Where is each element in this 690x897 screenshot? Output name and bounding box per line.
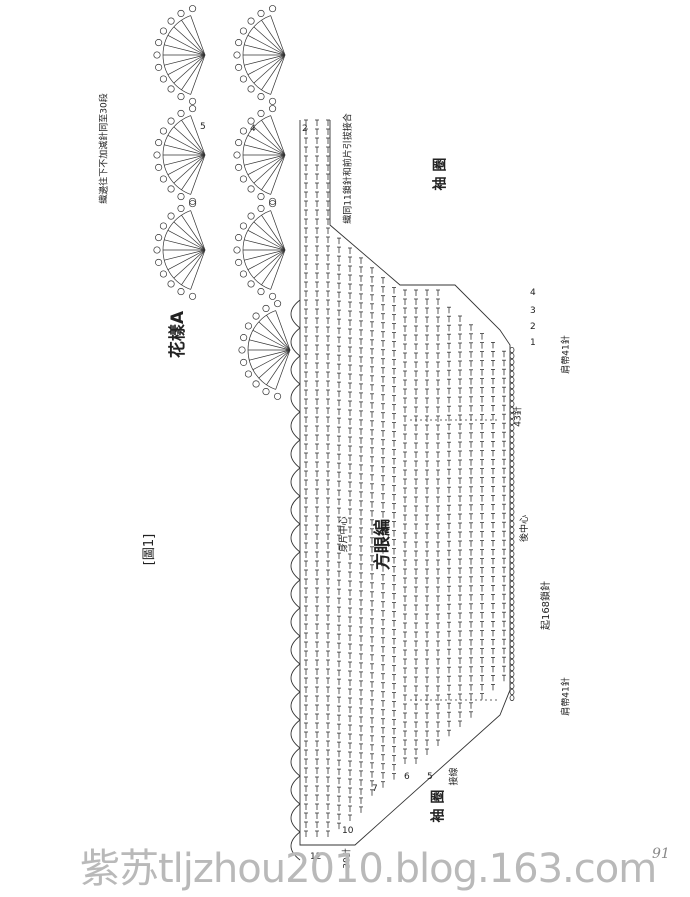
shoulder-top-label: 肩帶41針 [561, 335, 572, 374]
edge-note: 織邊往下不加減針同至30段 [99, 93, 110, 204]
motif-fans [153, 5, 291, 400]
stitch-column [392, 287, 396, 780]
scallop [290, 691, 301, 721]
scallop [290, 775, 301, 805]
scallop [290, 299, 301, 329]
top-note: 織同11鎖針和前片引拔接合 [343, 113, 354, 224]
chain-row [509, 346, 515, 702]
motif-label: 花樣A [168, 310, 189, 359]
stitch-column [337, 237, 341, 830]
scallop [290, 327, 301, 357]
scallop [290, 411, 301, 441]
row-number: 10 [342, 826, 354, 836]
scallop-edge [290, 299, 301, 861]
stitch-column [469, 324, 473, 718]
back-center-label: 後中心 [520, 514, 531, 543]
body-outline [299, 120, 511, 846]
scallop [290, 803, 301, 833]
stitch-column [491, 341, 495, 691]
row-number: 2 [302, 124, 308, 134]
row-number: 5 [427, 772, 433, 782]
scallop [290, 663, 301, 693]
scallop [290, 551, 301, 581]
stitch-column [436, 289, 440, 746]
grid-label: 方眼編 [373, 519, 393, 570]
armhole-top-label: 袖 圈 [432, 157, 449, 191]
scallop [290, 719, 301, 749]
join-label: 接線 [449, 767, 460, 786]
scallop [290, 523, 301, 553]
row-number: 6 [404, 772, 410, 782]
stitch-column [502, 350, 506, 682]
fan-motif [153, 5, 206, 105]
stitch-column [359, 257, 363, 813]
stitch-column [414, 289, 418, 764]
fan-motif [153, 200, 206, 300]
cast-on-label: 起168鎖針 [541, 580, 553, 631]
fan-motif [153, 105, 206, 205]
stitch-column [348, 247, 352, 821]
row-number: 4 [530, 288, 536, 298]
scallop [290, 355, 301, 385]
scallop [290, 607, 301, 637]
scallop [290, 495, 301, 525]
row-number: 3 [530, 306, 536, 316]
scallop [290, 747, 301, 777]
scallop [290, 635, 301, 665]
stitch-column [304, 119, 308, 837]
stitch-column [326, 119, 330, 837]
scallop [290, 383, 301, 413]
watermark: 紫苏tljzhou2010.blog.163.com [80, 846, 657, 892]
figure-label: [圖1] [142, 533, 158, 566]
fan-motif [233, 5, 286, 105]
scallop [290, 831, 301, 861]
row-number: 4 [250, 124, 256, 134]
armhole-bottom-label: 袖 圈 [430, 789, 447, 823]
fan-motif [233, 200, 286, 300]
stitch-column [480, 333, 484, 700]
page-number: 91 [652, 846, 670, 862]
row-number: 5 [200, 122, 206, 132]
stitch-column [458, 315, 462, 727]
shoulder-bottom-label: 肩帶41針 [561, 677, 572, 716]
stitch-column [381, 277, 385, 788]
stitch-column [447, 306, 451, 737]
scallop [290, 439, 301, 469]
scallop [290, 579, 301, 609]
chart-lines [299, 119, 515, 846]
scallop [290, 467, 301, 497]
body-center-label: 身片中心 [339, 516, 350, 553]
row-number: 2 [530, 322, 536, 332]
stitch-column [403, 289, 407, 764]
stitches-43-label: 43針 [513, 406, 524, 427]
stitch-column [315, 119, 319, 837]
row-number: 12 [310, 852, 322, 862]
row-number: 7 [372, 784, 378, 794]
fan-motif [233, 105, 286, 205]
fan-motif [238, 300, 291, 400]
stitch-column [370, 267, 374, 796]
stitch-column [425, 289, 429, 755]
row-number: 1 [530, 338, 536, 348]
